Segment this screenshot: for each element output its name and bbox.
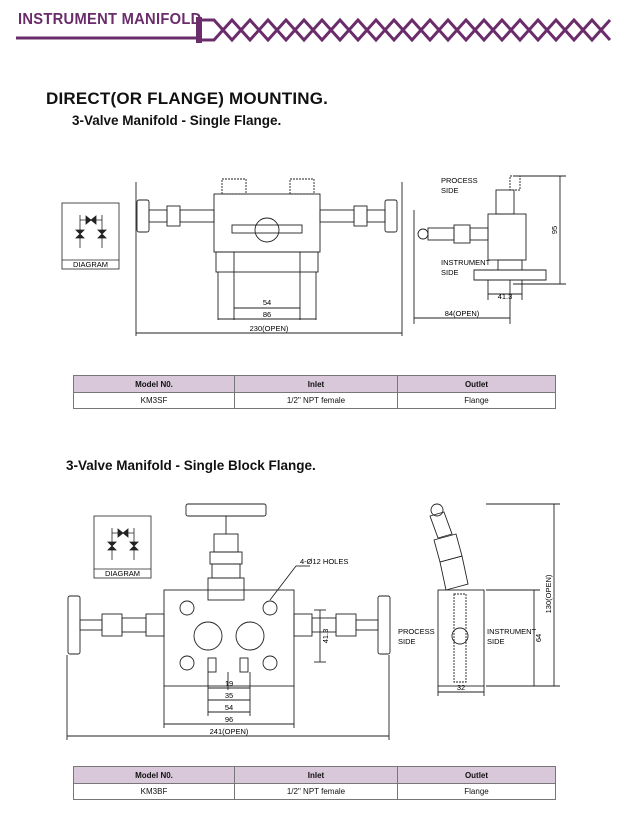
table-header-cell: Inlet bbox=[234, 375, 398, 393]
table-row: KM3SF 1/2" NPT female Flange bbox=[73, 392, 556, 409]
section2-title: 3-Valve Manifold - Single Block Flange. bbox=[66, 458, 316, 473]
section1-title: 3-Valve Manifold - Single Flange. bbox=[72, 113, 282, 128]
section1-spec-table: Model N0. Inlet Outlet KM3SF 1/2" NPT fe… bbox=[73, 375, 556, 409]
section1-diagram-label: DIAGRAM bbox=[73, 260, 108, 269]
s1-dim-95: 95 bbox=[550, 226, 559, 234]
table-header-cell: Inlet bbox=[234, 766, 398, 784]
s2-dim-41-3: 41.3 bbox=[321, 629, 330, 644]
table-row: KM3BF 1/2" NPT female Flange bbox=[73, 783, 556, 800]
table-header-cell: Model N0. bbox=[73, 375, 235, 393]
table-cell: Flange bbox=[397, 392, 556, 409]
s2-dim-96: 96 bbox=[225, 715, 233, 724]
table-header-cell: Model N0. bbox=[73, 766, 235, 784]
table-header-row: Model N0. Inlet Outlet bbox=[73, 766, 556, 784]
s1-dim-230: 230(OPEN) bbox=[250, 324, 289, 333]
s1-process-label: PROCESS bbox=[441, 176, 478, 185]
s1-instrument-label: INSTRUMENT bbox=[441, 258, 491, 267]
s1-dim-84: 84(OPEN) bbox=[445, 309, 480, 318]
table-cell: 1/2" NPT female bbox=[234, 783, 398, 800]
section2-drawing: DIAGRAM bbox=[66, 503, 560, 740]
section2-spec-table: Model N0. Inlet Outlet KM3BF 1/2" NPT fe… bbox=[73, 766, 556, 800]
section1-side-view bbox=[413, 175, 566, 324]
section1-drawing: DIAGRAM 54 86 230(OPEN) bbox=[61, 175, 566, 336]
s2-process-side-label: SIDE bbox=[398, 637, 416, 646]
table-header-cell: Outlet bbox=[397, 766, 556, 784]
s1-instrument-side-label: SIDE bbox=[441, 268, 459, 277]
s2-dim-35: 35 bbox=[225, 691, 233, 700]
s2-process-label: PROCESS bbox=[398, 627, 435, 636]
table-header-cell: Outlet bbox=[397, 375, 556, 393]
page-heading: DIRECT(OR FLANGE) MOUNTING. bbox=[46, 89, 329, 108]
header-chain-pattern bbox=[16, 17, 612, 43]
s2-instrument-label: INSTRUMENT bbox=[487, 627, 537, 636]
s1-dim-54: 54 bbox=[263, 298, 271, 307]
s2-instrument-side-label: SIDE bbox=[487, 637, 505, 646]
table-cell: 1/2" NPT female bbox=[234, 392, 398, 409]
s2-dim-64: 64 bbox=[534, 634, 543, 642]
s1-dim-86: 86 bbox=[263, 310, 271, 319]
table-cell: KM3SF bbox=[73, 392, 235, 409]
section1-front-view bbox=[135, 178, 403, 336]
section2-diagram-label: DIAGRAM bbox=[105, 569, 140, 578]
s2-dim-32: 32 bbox=[457, 683, 465, 692]
section2-side-view bbox=[429, 503, 560, 696]
table-header-row: Model N0. Inlet Outlet bbox=[73, 375, 556, 393]
table-cell: Flange bbox=[397, 783, 556, 800]
s2-dim-241: 241(OPEN) bbox=[210, 727, 249, 736]
s2-holes-label: 4-Ø12 HOLES bbox=[300, 557, 348, 566]
s2-dim-19: 19 bbox=[225, 679, 233, 688]
s2-dim-54: 54 bbox=[225, 703, 233, 712]
section2-front-view bbox=[66, 503, 391, 740]
section1-diagram-box bbox=[61, 202, 120, 270]
s2-dim-130: 130(OPEN) bbox=[544, 574, 553, 613]
table-cell: KM3BF bbox=[73, 783, 235, 800]
section2-diagram-box bbox=[93, 515, 152, 579]
s1-process-side-label: SIDE bbox=[441, 186, 459, 195]
s1-dim-41-3: 41.3 bbox=[498, 292, 513, 301]
banner-title: INSTRUMENT MANIFOLD bbox=[18, 11, 202, 28]
